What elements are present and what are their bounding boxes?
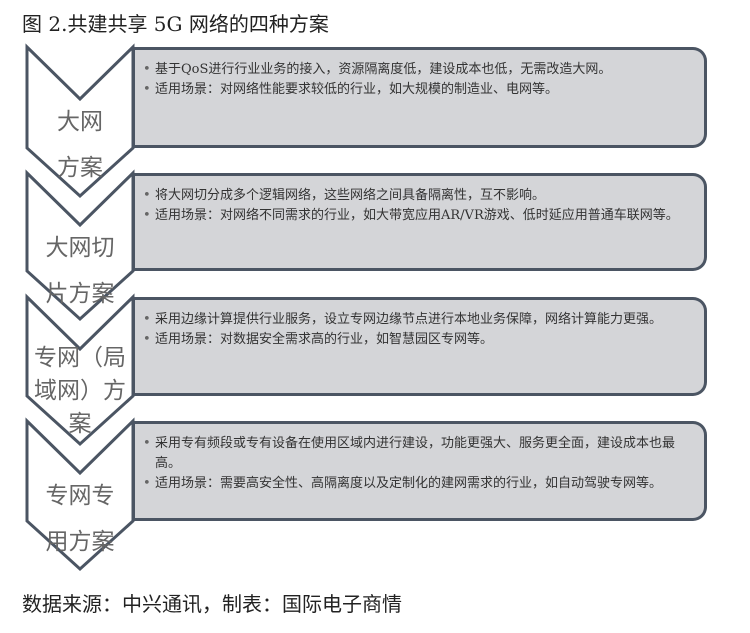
chevron-shape xyxy=(25,417,135,572)
scheme-description-box: 采用边缘计算提供行业服务，设立专网边缘节点进行本地业务保障，网络计算能力更强。适… xyxy=(133,297,707,396)
scheme-label-line: 大网 xyxy=(57,109,103,135)
chevron-shape xyxy=(25,293,135,447)
scheme-label-line: 专网专 xyxy=(45,483,115,509)
source-note: 数据来源：中兴通讯，制表：国际电子商情 xyxy=(22,592,402,616)
bullet-item: 适用场景：对数据安全需求高的行业，如智慧园区专网等。 xyxy=(143,330,696,350)
chevron-shape xyxy=(25,169,135,322)
bullet-item: 将大网切分成多个逻辑网络，这些网络之间具备隔离性，互不影响。 xyxy=(143,186,696,206)
figure-title: 图 2.共建共享 5G 网络的四种方案 xyxy=(22,12,329,36)
scheme-label: 大网方案 xyxy=(30,99,130,191)
bullet-item: 适用场景：需要高安全性、高隔离度以及定制化的建网需求的行业，如自动驾驶专网等。 xyxy=(143,474,696,494)
bullet-item: 适用场景：对网络性能要求较低的行业，如大规模的制造业、电网等。 xyxy=(143,80,696,100)
scheme-label-line: 方案 xyxy=(57,155,103,181)
scheme-label-line: 用方案 xyxy=(45,529,115,555)
scheme-label: 大网切片方案 xyxy=(30,225,130,317)
scheme-label: 专网专用方案 xyxy=(30,473,130,565)
scheme-label: 专网（局域网）方案 xyxy=(30,342,130,441)
scheme-label-line: 案 xyxy=(68,411,92,437)
bullet-item: 基于QoS进行行业业务的接入，资源隔离度低，建设成本也低，无需改造大网。 xyxy=(143,60,696,80)
scheme-label-line: 片方案 xyxy=(45,281,115,307)
scheme-label-line: 专网（局 xyxy=(34,345,126,371)
scheme-description-box: 基于QoS进行行业业务的接入，资源隔离度低，建设成本也低，无需改造大网。适用场景… xyxy=(133,47,707,148)
scheme-label-line: 域网）方 xyxy=(34,378,126,404)
scheme-description-box: 将大网切分成多个逻辑网络，这些网络之间具备隔离性，互不影响。适用场景：对网络不同… xyxy=(133,173,707,271)
chevron-shape xyxy=(25,43,135,199)
bullet-item: 适用场景：对网络不同需求的行业，如大带宽应用AR/VR游戏、低时延应用普通车联网… xyxy=(143,206,696,226)
bullet-item: 采用专有频段或专有设备在使用区域内进行建设，功能更强大、服务更全面，建设成本也最… xyxy=(143,434,696,474)
scheme-description-box: 采用专有频段或专有设备在使用区域内进行建设，功能更强大、服务更全面，建设成本也最… xyxy=(133,421,707,521)
bullet-item: 采用边缘计算提供行业服务，设立专网边缘节点进行本地业务保障，网络计算能力更强。 xyxy=(143,310,696,330)
scheme-label-line: 大网切 xyxy=(45,235,115,261)
